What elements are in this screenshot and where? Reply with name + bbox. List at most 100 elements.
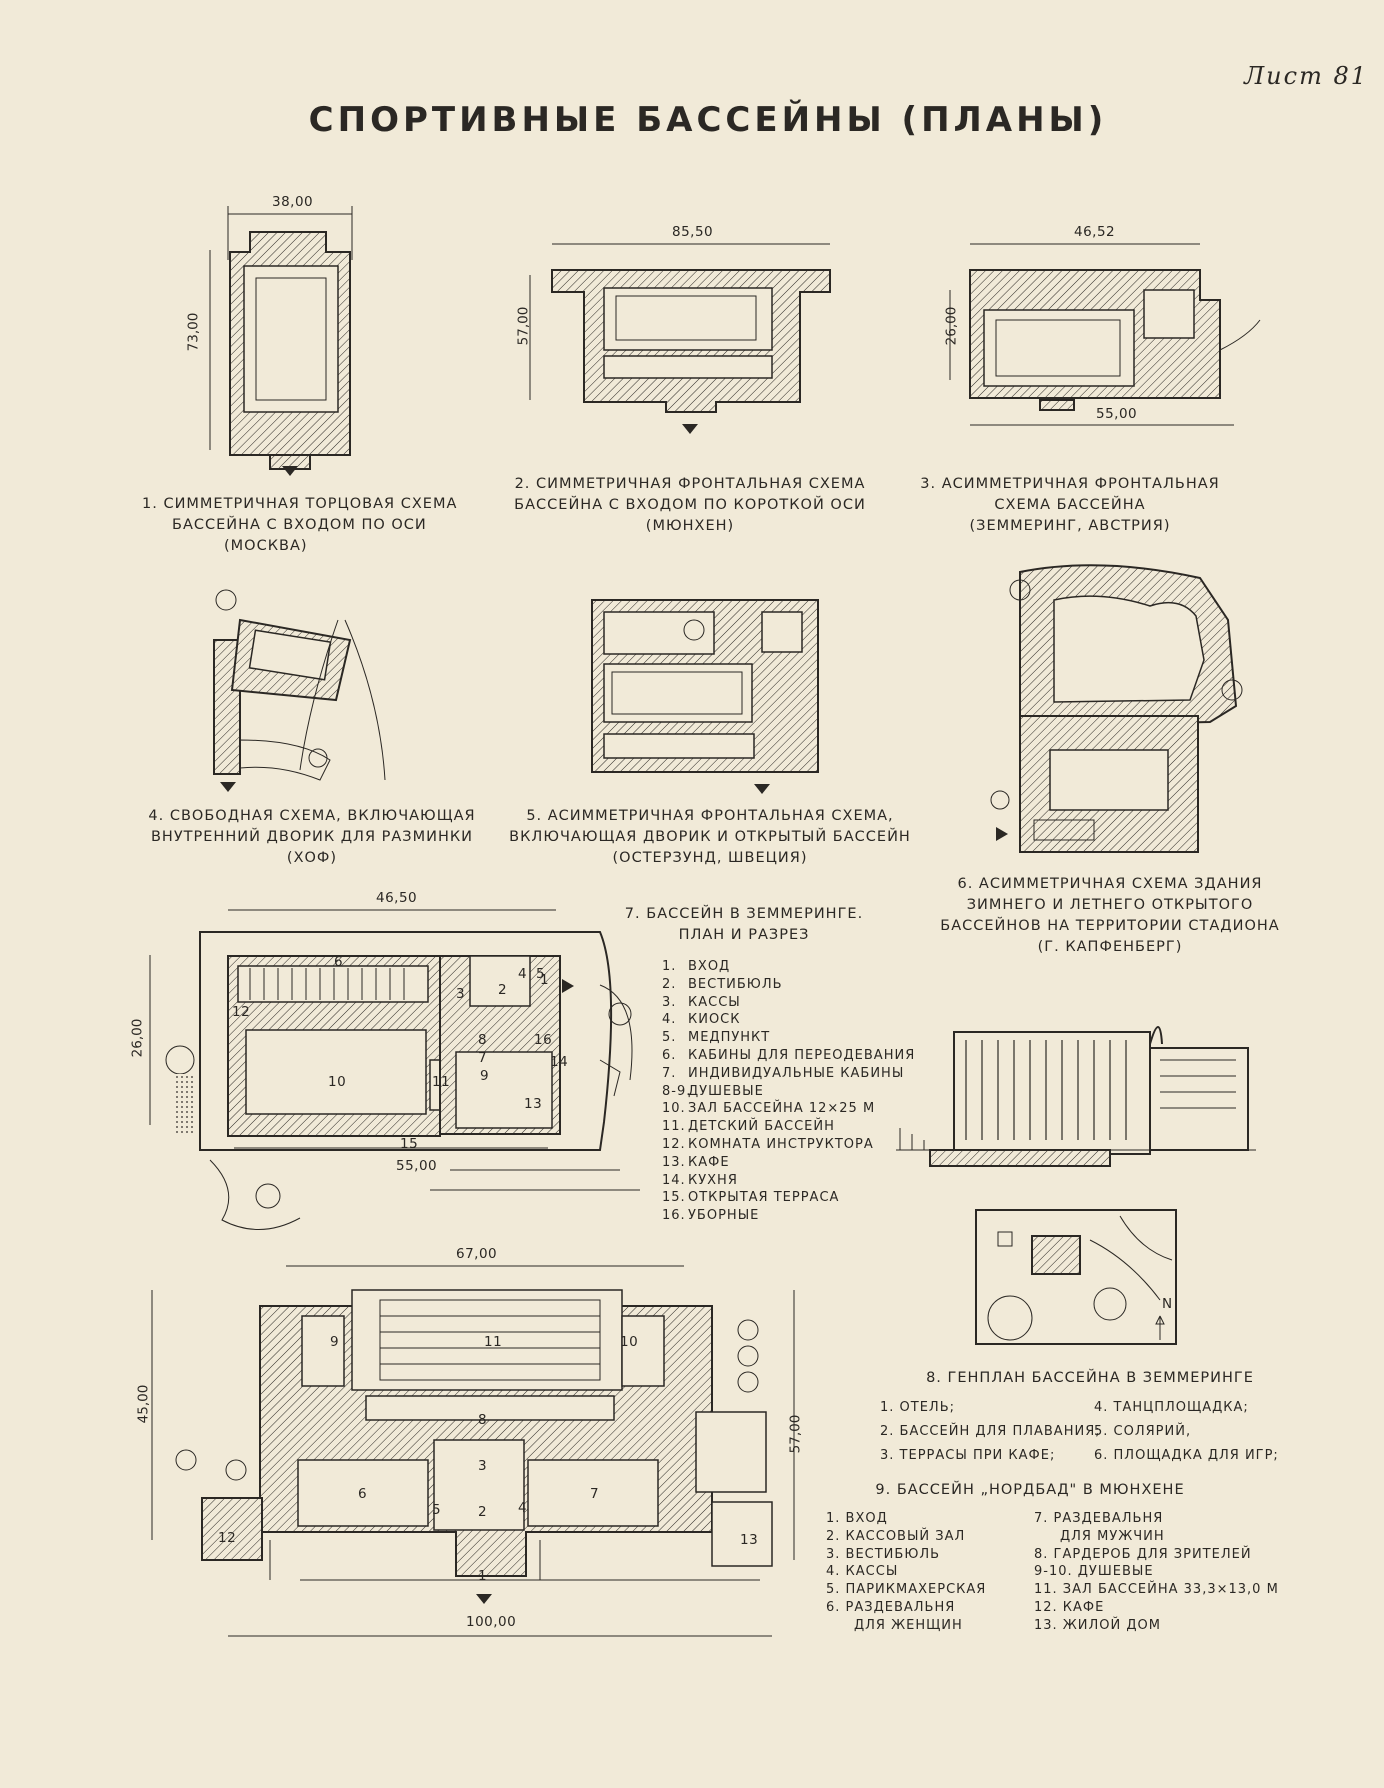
plan-9-length-dim: 100,00 bbox=[466, 1614, 517, 1630]
plan-1-caption-line: БАССЕЙНА С ВХОДОМ ПО ОСИ bbox=[172, 517, 427, 533]
plan-9-room-label: 4 bbox=[518, 1500, 528, 1516]
plan-4-caption-line: ВНУТРЕННИЙ ДВОРИК ДЛЯ РАЗМИНКИ bbox=[150, 829, 474, 845]
plan-3-drawing bbox=[949, 243, 1261, 426]
legend-item: 1. ВХОД bbox=[826, 1511, 888, 1526]
legend-item: 5.МЕДПУНКТ bbox=[662, 1030, 771, 1046]
plan-7-width-dim: 46,50 bbox=[376, 890, 418, 906]
plan-5-caption-line: (ОСТЕРЗУНД, ШВЕЦИЯ) bbox=[612, 850, 808, 866]
sheet-number: Лист 81 bbox=[1244, 62, 1368, 90]
legend-item: 14.КУХНЯ bbox=[662, 1172, 738, 1188]
plan-3-caption-line: (ЗЕММЕРИНГ, АВСТРИЯ) bbox=[969, 518, 1171, 534]
plan-1-caption-line: 1. СИММЕТРИЧНАЯ ТОРЦОВАЯ СХЕМА bbox=[142, 496, 458, 512]
plan-3-height-dim: 26,00 bbox=[943, 306, 960, 346]
plan-7-room-label: 5 bbox=[536, 966, 546, 982]
plan-2-caption-line: 2. СИММЕТРИЧНАЯ ФРОНТАЛЬНАЯ СХЕМА bbox=[514, 476, 866, 492]
legend-item: ДЛЯ МУЖЧИН bbox=[1060, 1528, 1165, 1544]
plan-9-legend-right: 7. РАЗДЕВАЛЬНЯ ДЛЯ МУЖЧИН 8. ГАРДЕРОБ ДЛ… bbox=[1034, 1510, 1279, 1635]
plan-9-room-label: 1 bbox=[478, 1568, 488, 1584]
legend-item: 2. КАССОВЫЙ ЗАЛ bbox=[826, 1528, 966, 1544]
legend-item: 2.ВЕСТИБЮЛЬ bbox=[662, 976, 783, 992]
plan-5-caption: 5. АСИММЕТРИЧНАЯ ФРОНТАЛЬНАЯ СХЕМА, ВКЛЮ… bbox=[500, 806, 920, 869]
legend-item: 4. КАССЫ bbox=[826, 1564, 899, 1580]
plan-1-drawing bbox=[209, 206, 353, 476]
plan-6-caption-line: БАССЕЙНОВ НА ТЕРРИТОРИИ СТАДИОНА bbox=[940, 918, 1280, 934]
plan-8-legend-left: 1. ОТЕЛЬ; 2. БАССЕЙН ДЛЯ ПЛАВАНИЯ; 3. ТЕ… bbox=[880, 1396, 1101, 1468]
legend-item: 3. ВЕСТИБЮЛЬ bbox=[826, 1546, 941, 1562]
legend-item: 8-9.ДУШЕВЫЕ bbox=[662, 1083, 764, 1099]
plan-4-caption-line: 4. СВОБОДНАЯ СХЕМА, ВКЛЮЧАЮЩАЯ bbox=[148, 808, 476, 824]
plan-6-caption: 6. АСИММЕТРИЧНАЯ СХЕМА ЗДАНИЯ ЗИМНЕГО И … bbox=[940, 874, 1280, 958]
plan-9-height-dim: 45,00 bbox=[135, 1384, 152, 1424]
plan-5-drawing bbox=[591, 599, 819, 794]
legend-item: 5. СОЛЯРИЙ, bbox=[1094, 1424, 1192, 1439]
legend-item: 12.КОМНАТА ИНСТРУКТОРА bbox=[662, 1136, 874, 1152]
plan-4-caption: 4. СВОБОДНАЯ СХЕМА, ВКЛЮЧАЮЩАЯ ВНУТРЕННИ… bbox=[142, 806, 482, 869]
plan-7-room-label: 10 bbox=[328, 1074, 347, 1090]
plan-2-caption: 2. СИММЕТРИЧНАЯ ФРОНТАЛЬНАЯ СХЕМА БАССЕЙ… bbox=[500, 474, 880, 537]
plan-6-drawing bbox=[990, 564, 1243, 853]
plan-7-title-line: ПЛАН И РАЗРЕЗ bbox=[678, 927, 810, 943]
plan-9-room-label: 6 bbox=[358, 1486, 368, 1502]
plan-3-caption-line: 3. АСИММЕТРИЧНАЯ ФРОНТАЛЬНАЯ bbox=[920, 476, 1220, 492]
legend-item: 4.КИОСК bbox=[662, 1012, 741, 1028]
legend-item: 5. ПАРИКМАХЕРСКАЯ bbox=[826, 1582, 987, 1598]
plan-4-caption-line: (ХОФ) bbox=[286, 850, 338, 866]
plan-8-legend-right: 4. ТАНЦПЛОЩАДКА; 5. СОЛЯРИЙ, 6. ПЛОЩАДКА… bbox=[1094, 1396, 1279, 1468]
plan-7-room-label: 2 bbox=[498, 982, 508, 998]
legend-item: 8. ГАРДЕРОБ ДЛЯ ЗРИТЕЛЕЙ bbox=[1034, 1546, 1252, 1562]
plan-3-caption: 3. АСИММЕТРИЧНАЯ ФРОНТАЛЬНАЯ СХЕМА БАССЕ… bbox=[920, 474, 1220, 537]
plan-2-caption-line: (МЮНХЕН) bbox=[645, 518, 735, 534]
plan-7-room-label: 3 bbox=[456, 986, 466, 1002]
plan-7-drawing bbox=[149, 909, 640, 1230]
plan-5-caption-line: ВКЛЮЧАЮЩАЯ ДВОРИК И ОТКРЫТЫЙ БАССЕЙН bbox=[509, 829, 911, 845]
plan-3-caption-line: СХЕМА БАССЕЙНА bbox=[994, 497, 1146, 513]
plan-4-drawing bbox=[213, 589, 386, 792]
plan-7-room-label: 16 bbox=[534, 1032, 553, 1048]
plan-9-room-label: 12 bbox=[218, 1530, 237, 1546]
legend-item: 6. ПЛОЩАДКА ДЛЯ ИГР; bbox=[1094, 1448, 1279, 1463]
legend-item: 7.ИНДИВИДУАЛЬНЫЕ КАБИНЫ bbox=[662, 1065, 905, 1081]
legend-item: 13. ЖИЛОЙ ДОМ bbox=[1034, 1617, 1162, 1633]
plan-5-caption-line: 5. АСИММЕТРИЧНАЯ ФРОНТАЛЬНАЯ СХЕМА, bbox=[526, 808, 894, 824]
plan-9-room-label: 13 bbox=[740, 1532, 759, 1548]
plan-3-width-dim: 46,52 bbox=[1074, 224, 1116, 240]
plan-1-length-dim: 73,00 bbox=[185, 312, 202, 352]
legend-item: 11.ДЕТСКИЙ БАССЕЙН bbox=[662, 1119, 835, 1135]
plan-9-width-dim: 67,00 bbox=[456, 1246, 498, 1262]
plan-7-room-label: 1 bbox=[540, 972, 550, 988]
plan-9-room-label: 2 bbox=[478, 1504, 488, 1520]
plan-1-width-dim: 38,00 bbox=[272, 194, 314, 210]
legend-item: 1.ВХОД bbox=[662, 959, 731, 974]
plan-9-title: 9. БАССЕЙН „НОРДБАД" В МЮНХЕНЕ bbox=[875, 1482, 1185, 1498]
legend-item: 3.КАССЫ bbox=[662, 994, 741, 1010]
plan-9-room-label: 8 bbox=[478, 1412, 488, 1428]
legend-item: 7. РАЗДЕВАЛЬНЯ bbox=[1034, 1511, 1164, 1526]
legend-item: 12. КАФЕ bbox=[1034, 1599, 1105, 1615]
plan-2-caption-line: БАССЕЙНА С ВХОДОМ ПО КОРОТКОЙ ОСИ bbox=[514, 497, 866, 513]
legend-item: 10.ЗАЛ БАССЕЙНА 12×25 М bbox=[662, 1101, 876, 1117]
plan-7-room-label: 12 bbox=[232, 1004, 251, 1020]
plan-7-room-label: 15 bbox=[400, 1136, 419, 1152]
plan-8-drawing bbox=[975, 1209, 1177, 1345]
plan-7-legend: 1.ВХОД 2.ВЕСТИБЮЛЬ 3.КАССЫ 4.КИОСК 5.МЕД… bbox=[662, 958, 915, 1225]
page-title: СПОРТИВНЫЕ БАССЕЙНЫ (ПЛАНЫ) bbox=[308, 100, 1108, 140]
legend-item: 4. ТАНЦПЛОЩАДКА; bbox=[1094, 1400, 1249, 1415]
plan-9-room-label: 9 bbox=[330, 1334, 340, 1350]
plan-6-caption-line: (Г. КАПФЕНБЕРГ) bbox=[1037, 939, 1183, 955]
plan-6-caption-line: 6. АСИММЕТРИЧНАЯ СХЕМА ЗДАНИЯ bbox=[957, 876, 1263, 892]
plan-7-height-dim: 26,00 bbox=[129, 1018, 146, 1058]
legend-item: 13.КАФЕ bbox=[662, 1154, 730, 1170]
plan-7-length-dim: 55,00 bbox=[396, 1158, 438, 1174]
plan-6-caption-line: ЗИМНЕГО И ЛЕТНЕГО ОТКРЫТОГО bbox=[966, 897, 1254, 913]
plan-2-length-dim: 57,00 bbox=[515, 306, 532, 346]
plan-7-room-label: 4 bbox=[518, 966, 528, 982]
plan-9-room-label: 7 bbox=[590, 1486, 600, 1502]
plan-7-room-label: 8 bbox=[478, 1032, 488, 1048]
plan-7-room-label: 6 bbox=[334, 954, 344, 970]
legend-item: ДЛЯ ЖЕНЩИН bbox=[854, 1617, 963, 1633]
legend-item: 2. БАССЕЙН ДЛЯ ПЛАВАНИЯ; bbox=[880, 1424, 1101, 1439]
plan-7-title: 7. БАССЕЙН В ЗЕММЕРИНГЕ. ПЛАН И РАЗРЕЗ bbox=[614, 904, 874, 946]
plan-7-section-drawing bbox=[896, 1026, 1256, 1167]
plan-7-room-label: 13 bbox=[524, 1096, 543, 1112]
